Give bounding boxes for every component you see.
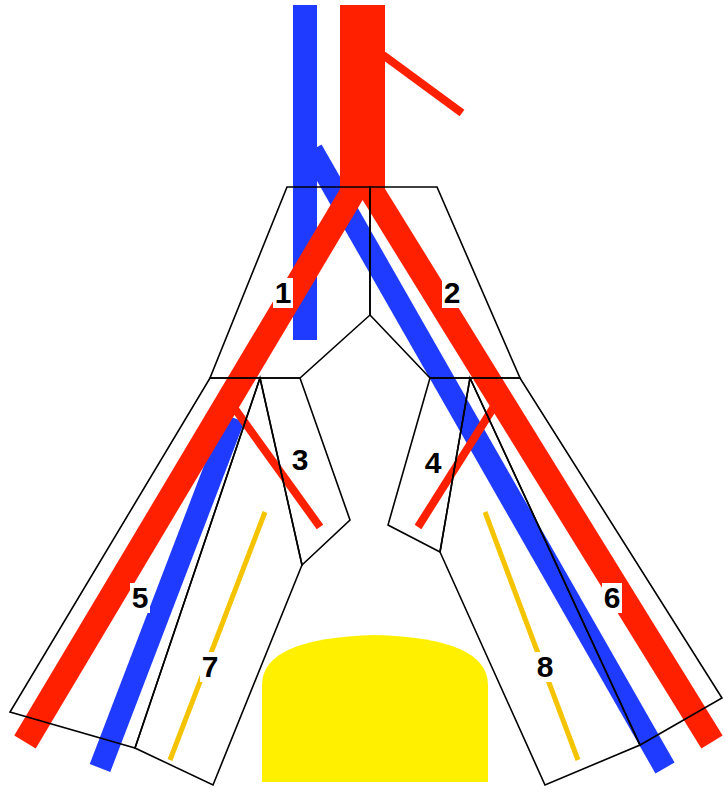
lymph-station-region: 2 xyxy=(370,187,520,378)
lymph-station-region: 8 xyxy=(440,378,640,785)
callout-number: 6 xyxy=(602,583,623,613)
nerve xyxy=(485,512,578,760)
artery-branch xyxy=(225,395,320,527)
lymph-station-region: 7 xyxy=(135,378,302,785)
region-outline xyxy=(135,378,302,785)
region-border xyxy=(440,378,640,785)
callout-number: 7 xyxy=(200,652,221,682)
artery xyxy=(340,5,385,195)
nerve xyxy=(170,512,265,760)
lymph-station-region: 4 xyxy=(388,378,470,552)
region-border xyxy=(210,187,370,378)
region-border xyxy=(388,378,470,552)
region-border xyxy=(370,187,520,378)
region-outline xyxy=(10,378,260,748)
artery-branch xyxy=(418,405,495,527)
heart-shape xyxy=(262,635,488,782)
region-border xyxy=(135,378,302,785)
callout-number: 4 xyxy=(423,448,444,478)
region-outline xyxy=(470,378,722,745)
lymph-station-region: 1 xyxy=(210,187,370,378)
lymph-station-region: 6 xyxy=(470,378,722,745)
artery-branch xyxy=(383,55,462,113)
callout-number: 5 xyxy=(130,583,151,613)
region-outline xyxy=(440,378,640,785)
callout-number: 8 xyxy=(535,652,556,682)
region-border xyxy=(470,378,722,745)
callout-number: 1 xyxy=(273,278,294,308)
region-border xyxy=(10,378,260,748)
callout-number: 3 xyxy=(290,445,311,475)
lymph-station-region: 5 xyxy=(10,378,260,748)
callout-number: 2 xyxy=(442,278,463,308)
region-border xyxy=(260,378,350,565)
lymph-station-region: 3 xyxy=(260,378,350,565)
